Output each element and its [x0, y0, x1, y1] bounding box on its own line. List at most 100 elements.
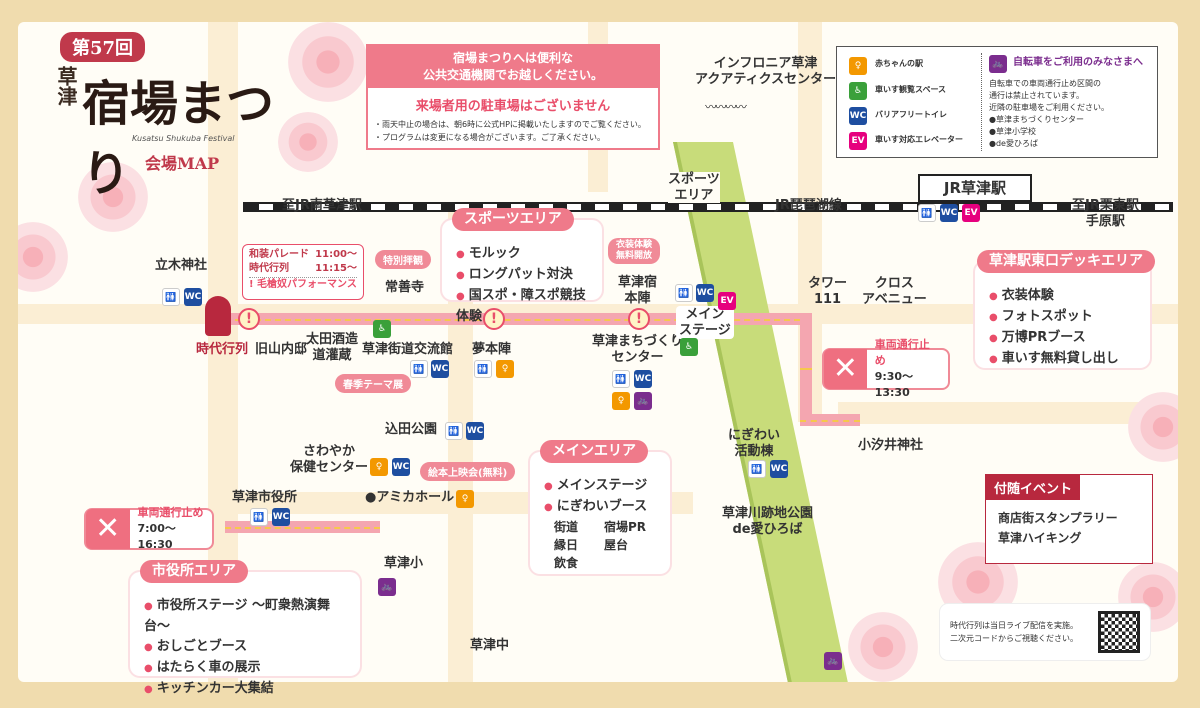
elevator-icon: EV — [718, 292, 736, 310]
closure-route-west — [225, 521, 380, 533]
qr-code[interactable] — [1098, 611, 1140, 653]
side-events: 付随イベント 商店街スタンプラリー草津ハイキング — [985, 474, 1153, 564]
kyu-yamauchi: 旧山内邸 — [255, 342, 308, 357]
baby-station-icon: ♀ — [612, 392, 630, 410]
road-closure-west: ✕ 車両通行止め 7:00〜16:30 — [84, 506, 214, 551]
wheelchair-space-icon: ♿ — [680, 338, 698, 356]
legend-baby: 赤ちゃんの駅 — [875, 59, 923, 68]
area-item: にぎわいブース — [544, 497, 658, 518]
wheelchair-space-icon: ♿ — [373, 320, 391, 338]
sports-area: スポーツエリア モルックロングパット対決国スポ・障スポ競技体験 — [442, 208, 602, 324]
legend-elevator: 車いす対応エレベーター — [875, 135, 963, 144]
area-item: はたらく車の展示 — [144, 658, 348, 679]
edition-badge: 第57回 — [60, 32, 146, 62]
closure-x-icon: ✕ — [86, 509, 130, 549]
parade-time: 11:00〜 — [315, 249, 357, 260]
sports-area-marker: スポーツ エリア — [668, 172, 720, 204]
bike-text: 通行は禁止されています。 — [989, 91, 1084, 100]
area-title: 草津駅東口デッキエリア — [977, 250, 1155, 273]
title-name: 宿場まつり — [82, 76, 275, 202]
closure-label: 車両通行止め — [874, 338, 930, 367]
barrier-free-toilet-icon: WC — [940, 204, 958, 222]
notice-program: ・プログラムは変更になる場合がございます。ご了承ください。 — [374, 133, 605, 142]
road-closure-east: ✕ 車両通行止め 9:30〜13:30 — [822, 338, 950, 399]
area-item: 商店街スタンプラリー — [998, 511, 1118, 525]
kaido-center: 草津街道交流館 — [362, 342, 454, 357]
title-place: 草津 — [54, 66, 78, 106]
bicycle-icon: 🚲 — [989, 55, 1007, 73]
sub-item: 街道 — [554, 520, 579, 534]
area-item: 万博PRブース — [989, 328, 1138, 349]
barrier-free-toilet-icon: WC — [696, 284, 714, 302]
area-item: 国スポ・障スポ競技体験 — [456, 286, 590, 327]
closure-time: 7:00〜16:30 — [137, 522, 176, 551]
live-text: 二次元コードからご視聴ください。 — [950, 634, 1078, 643]
barrier-free-toilet-icon: WC — [849, 107, 867, 125]
title-romaji: Kusatsu Shukuba Festival — [132, 134, 235, 143]
performance-point-icon: ! — [238, 308, 260, 330]
title-sub: 会場MAP — [145, 154, 220, 173]
bike-text: 自転車での車両通行止め区間の — [989, 79, 1101, 88]
area-item: 草津ハイキング — [998, 531, 1082, 545]
area-item: おしごとブース — [144, 637, 348, 658]
main-stage: メイン ステージ — [676, 306, 734, 340]
kusatsu-junior-high: 草津中 — [470, 638, 510, 653]
area-item: モルック — [456, 244, 590, 265]
parade-route — [800, 414, 860, 426]
aquatics-center: インフロニア草津 アクアティクスセンター — [695, 56, 837, 87]
parade-label: 和装パレード — [249, 249, 309, 260]
barrier-free-toilet-icon: WC — [392, 458, 410, 476]
performance-label: 毛槍奴パフォーマンス — [257, 279, 357, 290]
parade-time: 11:15〜 — [315, 263, 357, 274]
elevator-icon: EV — [962, 204, 980, 222]
parade-label: 時代行列 — [249, 263, 289, 274]
area-title: スポーツエリア — [452, 208, 574, 231]
legend: ♀ 赤ちゃんの駅 ♿ 車いす観覧スペース WC バリアフリートイレ EV 車いす… — [836, 46, 1158, 158]
elevator-icon: EV — [849, 132, 867, 150]
tag-ehon: 絵本上映会(無料) — [420, 462, 516, 481]
closure-x-icon: ✕ — [824, 349, 867, 389]
nigiwai-building: にぎわい 活動棟 — [728, 428, 781, 459]
performance-point-icon: ! — [628, 308, 650, 330]
bicycle-parking-icon: 🚲 — [634, 392, 652, 410]
toilet-icon: 🚻 — [410, 360, 428, 378]
area-item: フォトスポット — [989, 307, 1138, 328]
ota-brewery: 太田酒造 道灌蔵 — [306, 332, 359, 363]
bike-text: 近隣の駐車場をご利用ください。 — [989, 103, 1109, 112]
sub-item: 縁日 — [554, 538, 579, 552]
kusatsu-river-park-label: 草津川跡地公園 de愛ひろば — [722, 506, 814, 537]
koshioi-shrine: 小汐井神社 — [858, 438, 924, 453]
to-ritto: 至JR栗東駅 手原駅 — [1072, 198, 1139, 229]
area-title: メインエリア — [540, 440, 648, 463]
closure-time: 9:30〜13:30 — [874, 370, 914, 399]
amika-hall: ●アミカホール — [365, 490, 455, 505]
wheelchair-space-icon: ♿ — [849, 82, 867, 100]
closure-label: 車両通行止め — [137, 506, 204, 519]
barrier-free-toilet-icon: WC — [431, 360, 449, 378]
area-title: 付随イベント — [986, 475, 1081, 500]
jozenji: 常善寺 — [385, 280, 425, 295]
toilet-icon: 🚻 — [250, 508, 268, 526]
jidai-gyoretsu-label: 時代行列 — [196, 342, 249, 357]
toilet-icon: 🚻 — [675, 284, 693, 302]
barrier-free-toilet-icon: WC — [184, 288, 202, 306]
jr-kusatsu-station: JR草津駅 — [918, 174, 1032, 202]
baby-station-icon: ♀ — [456, 490, 474, 508]
bike-parking: ●草津まちづくりセンター — [989, 115, 1084, 124]
tower-111: タワー 111 — [808, 276, 848, 307]
bike-notice-title: 自転車をご利用のみなさまへ — [1013, 57, 1143, 68]
area-item: ロングパット対決 — [456, 265, 590, 286]
baby-station-icon: ♀ — [370, 458, 388, 476]
area-item: 市役所ステージ 〜町衆熱演舞台〜 — [144, 596, 348, 637]
toilet-icon: 🚻 — [474, 360, 492, 378]
jr-railway — [243, 202, 1173, 212]
area-item: 車いす無料貸し出し — [989, 349, 1138, 370]
tag-shunki: 春季テーマ展 — [335, 374, 411, 393]
bicycle-parking-icon: 🚲 — [824, 652, 842, 670]
sub-item: 宿場PR — [604, 520, 647, 534]
festival-title: 第57回 草津 宿場まつり Kusatsu Shukuba Festival 会… — [40, 30, 310, 202]
parade-route — [800, 313, 812, 423]
machizukuri-center: 草津まちづくり センター — [592, 334, 684, 365]
